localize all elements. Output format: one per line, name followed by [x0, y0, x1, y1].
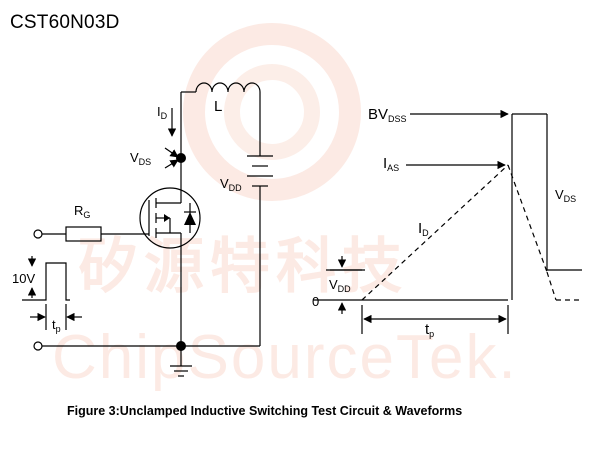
zero-level-label: 0	[312, 294, 320, 309]
vdd-supply-label: VDD	[220, 176, 242, 193]
vdd-waveform-label: VDD	[329, 277, 351, 294]
figure-caption: Figure 3:Unclamped Inductive Switching T…	[67, 404, 463, 418]
watermark-chinese: 矽源特科技	[78, 232, 408, 302]
gate-resistor-label: RG	[74, 203, 91, 220]
ias-label: IAS	[383, 155, 400, 173]
id-waveform-label: ID	[418, 220, 429, 238]
tp-waveform-label: tp	[425, 321, 435, 339]
pulse-amplitude-label: 10V	[12, 271, 36, 286]
vds-circuit-label: VDS	[130, 150, 152, 167]
bvdss-label: BVDSS	[368, 106, 407, 124]
page-title: CST60N03D	[10, 12, 120, 33]
inductor-label: L	[214, 98, 223, 115]
drain-current-label: ID	[157, 104, 168, 121]
vds-waveform-label: VDS	[555, 187, 577, 204]
pulse-width-label: tp	[52, 317, 61, 334]
watermark-english: ChipSourceTek.	[52, 323, 518, 392]
